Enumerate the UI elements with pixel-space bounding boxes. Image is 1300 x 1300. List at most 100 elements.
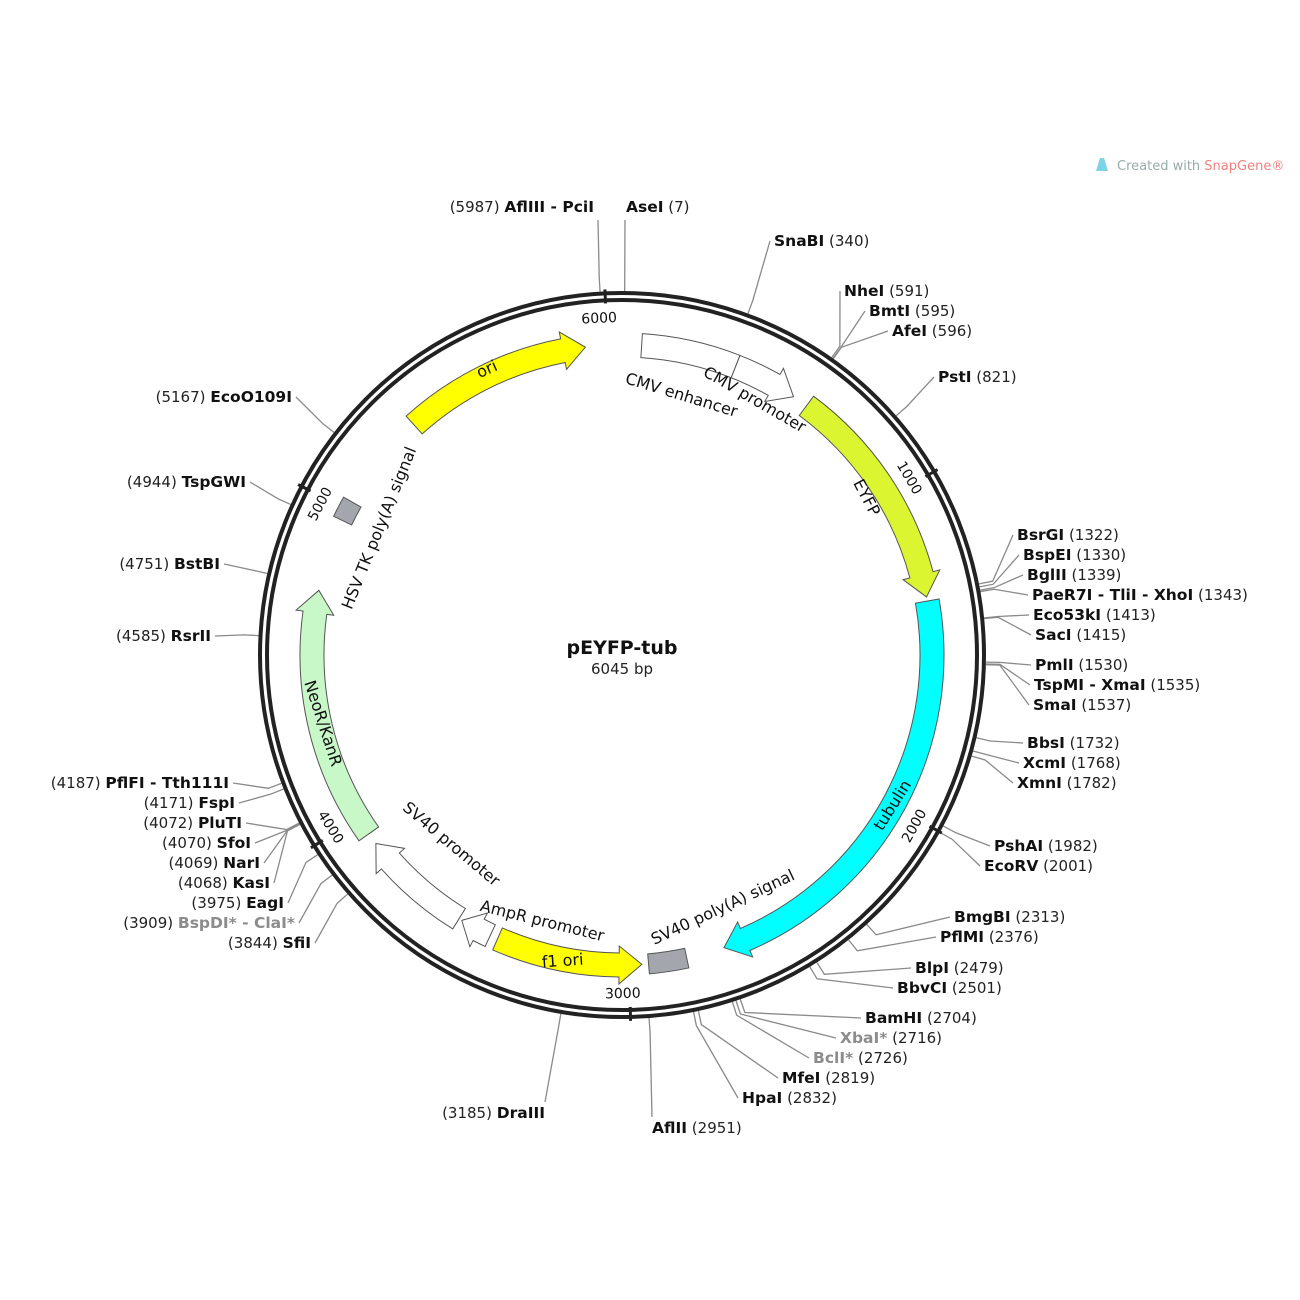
enzyme-name: EcoO109I	[210, 388, 292, 406]
enzyme-site-blpi[interactable]: BlpI (2479)	[915, 959, 1004, 977]
enzyme-site-asei[interactable]: AseI (7)	[626, 198, 690, 216]
enzyme-site-bmti[interactable]: BmtI (595)	[869, 302, 955, 320]
enzyme-name: AfeI	[892, 322, 927, 340]
enzyme-site-sfii[interactable]: (3844) SfiI	[228, 934, 311, 952]
enzyme-site-nhei[interactable]: NheI (591)	[844, 282, 929, 300]
enzyme-leader-line	[980, 588, 1029, 596]
enzyme-site-pluti[interactable]: (4072) PluTI	[143, 814, 242, 832]
enzyme-name: PaeR7I - TliI - XhoI	[1032, 586, 1193, 604]
enzyme-name: AseI	[626, 198, 664, 216]
enzyme-site-aflii[interactable]: AflII (2951)	[652, 1119, 742, 1137]
enzyme-site-ecoo109i[interactable]: (5167) EcoO109I	[156, 388, 292, 406]
feature-ampr-promoter[interactable]	[461, 912, 496, 949]
enzyme-site-bbvci[interactable]: BbvCI (2501)	[897, 979, 1002, 997]
enzyme-site-snabi[interactable]: SnaBI (340)	[774, 232, 869, 250]
enzyme-name: BstBI	[174, 555, 220, 573]
enzyme-site-smai[interactable]: SmaI (1537)	[1033, 696, 1131, 714]
feature-f1-ori[interactable]	[492, 927, 643, 986]
enzyme-leader-line	[985, 663, 1031, 686]
enzyme-position: (4171)	[144, 794, 199, 812]
enzyme-position: (2313)	[1011, 908, 1066, 926]
enzyme-name: AflIII - PciI	[504, 198, 594, 216]
enzyme-site-psti[interactable]: PstI (821)	[938, 368, 1017, 386]
enzyme-position: (3185)	[442, 1104, 497, 1122]
enzyme-position: (1782)	[1062, 774, 1117, 792]
enzyme-leader-line	[692, 1011, 739, 1099]
brand-mark: ®	[1271, 159, 1284, 174]
enzyme-site-paer7i-tlii-xhoi[interactable]: PaeR7I - TliI - XhoI (1343)	[1032, 586, 1248, 604]
enzyme-site-tspgwi[interactable]: (4944) TspGWI	[127, 473, 246, 491]
enzyme-leader-line	[544, 1013, 562, 1103]
enzyme-site-pshai[interactable]: PshAI (1982)	[994, 837, 1098, 855]
enzyme-site-eco53ki[interactable]: Eco53kI (1413)	[1033, 606, 1156, 624]
enzyme-site-mfei[interactable]: MfeI (2819)	[782, 1069, 875, 1087]
enzyme-site-bamhi[interactable]: BamHI (2704)	[865, 1009, 977, 1027]
enzyme-name: EagI	[246, 894, 284, 912]
tick-mark	[310, 839, 324, 850]
enzyme-site-eagi[interactable]: (3975) EagI	[191, 894, 284, 912]
svg-text:(4187) PflFI - Tth111I: (4187) PflFI - Tth111I	[51, 774, 229, 792]
enzyme-site-bglii[interactable]: BglII (1339)	[1027, 566, 1121, 584]
enzyme-leader-line	[980, 574, 1024, 591]
enzyme-site-bbsi[interactable]: BbsI (1732)	[1027, 734, 1120, 752]
enzyme-site-xbai[interactable]: XbaI* (2716)	[840, 1029, 942, 1047]
enzyme-position: (2501)	[947, 979, 1002, 997]
feature-ori[interactable]	[405, 331, 587, 435]
enzyme-site-afei[interactable]: AfeI (596)	[892, 322, 972, 340]
svg-text:HpaI (2832): HpaI (2832)	[742, 1089, 837, 1107]
brand-product: SnapGene	[1204, 159, 1271, 174]
enzyme-position: (1413)	[1101, 606, 1156, 624]
enzyme-site-bcli[interactable]: BclI* (2726)	[813, 1049, 908, 1067]
enzyme-site-xcmi[interactable]: XcmI (1768)	[1023, 754, 1121, 772]
enzyme-site-bmgbi[interactable]: BmgBI (2313)	[954, 908, 1065, 926]
enzyme-site-ecorv[interactable]: EcoRV (2001)	[984, 857, 1093, 875]
enzyme-site-fspi[interactable]: (4171) FspI	[144, 794, 235, 812]
enzyme-name: FspI	[198, 794, 235, 812]
enzyme-name: PmlI	[1035, 656, 1074, 674]
enzyme-site-pflfi-tth111i[interactable]: (4187) PflFI - Tth111I	[51, 774, 229, 792]
enzyme-position: (4187)	[51, 774, 106, 792]
enzyme-name: NarI	[223, 854, 260, 872]
svg-text:XbaI* (2716): XbaI* (2716)	[840, 1029, 942, 1047]
enzyme-leader-line	[816, 962, 912, 975]
svg-text:XmnI (1782): XmnI (1782)	[1017, 774, 1117, 792]
svg-text:(4171) FspI: (4171) FspI	[144, 794, 235, 812]
feature-label-hsv-tk-poly-a-signal: HSV TK poly(A) signal	[338, 444, 421, 612]
feature-neor-kanr[interactable]	[294, 589, 380, 842]
tick-mark	[928, 824, 943, 835]
enzyme-site-pmli[interactable]: PmlI (1530)	[1035, 656, 1128, 674]
enzyme-site-saci[interactable]: SacI (1415)	[1035, 626, 1126, 644]
enzyme-site-kasi[interactable]: (4068) KasI	[178, 874, 270, 892]
enzyme-site-xmni[interactable]: XmnI (1782)	[1017, 774, 1117, 792]
enzyme-site-hpai[interactable]: HpaI (2832)	[742, 1089, 837, 1107]
feature-sv40-promoter[interactable]	[375, 842, 467, 930]
enzyme-leader-line	[295, 396, 335, 433]
feature-eyfp[interactable]	[798, 395, 941, 598]
enzyme-leader-line	[939, 831, 981, 867]
feature-label-f1-ori: f1 ori	[541, 950, 584, 972]
enzyme-position: (4944)	[127, 473, 182, 491]
enzyme-site-bspdi-clai[interactable]: (3909) BspDI* - ClaI*	[123, 914, 295, 932]
svg-text:XcmI (1768): XcmI (1768)	[1023, 754, 1121, 772]
feature-sv40-poly-a-signal[interactable]	[647, 947, 690, 975]
enzyme-site-sfoi[interactable]: (4070) SfoI	[162, 834, 251, 852]
enzyme-site-nari[interactable]: (4069) NarI	[169, 854, 261, 872]
enzyme-site-afliii-pcii[interactable]: (5987) AflIII - PciI	[450, 198, 594, 216]
enzyme-name: AflII	[652, 1119, 687, 1137]
enzyme-site-bsrgi[interactable]: BsrGI (1322)	[1017, 526, 1119, 544]
enzyme-leader-line	[597, 219, 601, 292]
enzyme-site-bspei[interactable]: BspEI (1330)	[1023, 546, 1126, 564]
enzyme-site-rsrii[interactable]: (4585) RsrII	[116, 627, 211, 645]
enzyme-site-tspmi-xmai[interactable]: TspMI - XmaI (1535)	[1034, 676, 1200, 694]
enzyme-site-pflmi[interactable]: PflMI (2376)	[940, 928, 1039, 946]
feature-cmv-promoter[interactable]	[730, 354, 795, 403]
enzyme-site-bstbi[interactable]: (4751) BstBI	[119, 555, 220, 573]
enzyme-site-draiii[interactable]: (3185) DraIII	[442, 1104, 545, 1122]
feature-hsv-tk-poly-a-signal[interactable]	[332, 496, 362, 526]
feature-tubulin[interactable]	[723, 598, 945, 958]
enzyme-position: (2704)	[922, 1009, 977, 1027]
svg-text:PmlI (1530): PmlI (1530)	[1035, 656, 1128, 674]
enzyme-leader-line	[809, 966, 894, 989]
svg-text:PshAI (1982): PshAI (1982)	[994, 837, 1098, 855]
enzyme-leader-line	[238, 788, 284, 804]
